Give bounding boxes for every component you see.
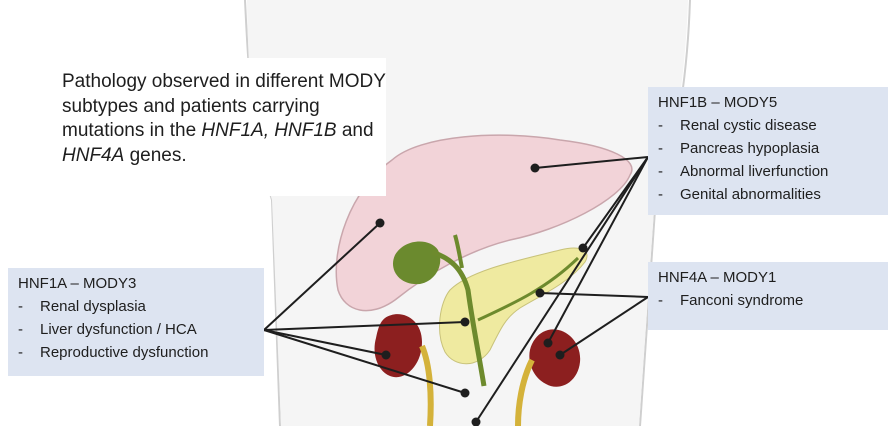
hnf1b-list: Renal cystic disease Pancreas hypoplasia… bbox=[658, 114, 878, 206]
hnf1b-item: Renal cystic disease bbox=[658, 114, 878, 137]
figure-caption: Pathology observed in different MODY sub… bbox=[48, 58, 386, 196]
hnf1b-item: Abnormal liverfunction bbox=[658, 160, 878, 183]
hnf1b-item: Pancreas hypoplasia bbox=[658, 137, 878, 160]
hnf4a-list: Fanconi syndrome bbox=[658, 289, 878, 312]
hnf1b-item: Genital abnormalities bbox=[658, 183, 878, 206]
hnf4a-item: Fanconi syndrome bbox=[658, 289, 878, 312]
hnf1a-item: Renal dysplasia bbox=[18, 295, 254, 318]
hnf1a-list: Renal dysplasia Liver dysfunction / HCA … bbox=[18, 295, 254, 364]
hnf1a-title: HNF1A – MODY3 bbox=[18, 272, 254, 295]
hnf1a-item: Reproductive dysfunction bbox=[18, 341, 254, 364]
caption-gene-hnf4a: HNF4A bbox=[62, 145, 124, 166]
hnf1a-box: HNF1A – MODY3 Renal dysplasia Liver dysf… bbox=[8, 268, 264, 376]
caption-text-3: and bbox=[337, 120, 374, 141]
hnf1b-title: HNF1B – MODY5 bbox=[658, 91, 878, 114]
hnf1a-item: Liver dysfunction / HCA bbox=[18, 318, 254, 341]
hnf4a-title: HNF4A – MODY1 bbox=[658, 266, 878, 289]
caption-gene-hnf1a: HNF1A, bbox=[201, 120, 269, 141]
hnf4a-box: HNF4A – MODY1 Fanconi syndrome bbox=[648, 262, 888, 330]
caption-text-4: genes. bbox=[124, 145, 186, 166]
hnf1b-box: HNF1B – MODY5 Renal cystic disease Pancr… bbox=[648, 87, 888, 215]
caption-gene-hnf1b: HNF1B bbox=[274, 120, 336, 141]
